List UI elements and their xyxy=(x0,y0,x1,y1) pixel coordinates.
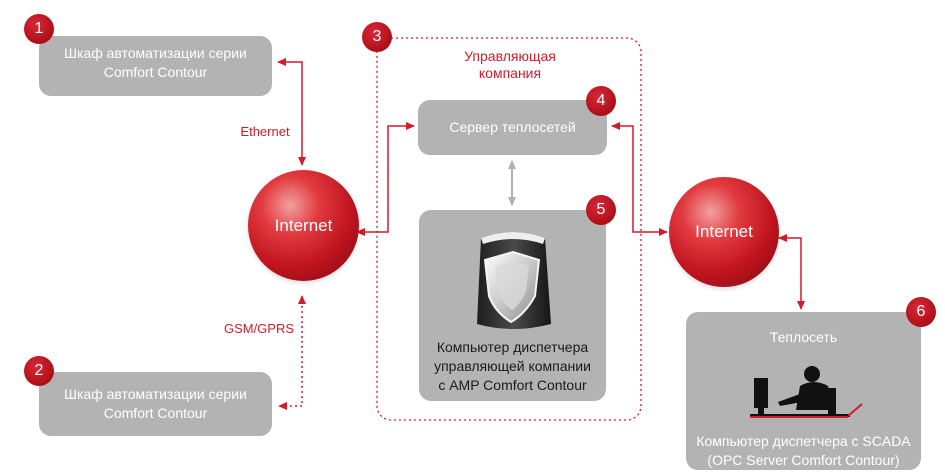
badge-3: 3 xyxy=(362,22,392,52)
server-shield-icon xyxy=(471,226,555,332)
cabinet-2-label: Шкаф автоматизации серии Comfort Contour xyxy=(64,386,247,421)
heat-network-title: Теплосеть xyxy=(769,329,838,345)
internet-left-label: Internet xyxy=(274,215,333,235)
internet-heatnet-link xyxy=(778,234,805,310)
cabinet-2-box: Шкаф автоматизации серии Comfort Contour xyxy=(39,372,272,436)
dispatcher-company-label: Компьютер диспетчера управляющей компани… xyxy=(434,339,591,393)
badge-6: 6 xyxy=(906,297,936,327)
heat-network-label: Компьютер диспетчера с SCADA (OPC Server… xyxy=(696,433,911,468)
badge-5: 5 xyxy=(586,195,616,225)
internet-server-link xyxy=(356,122,415,236)
company-group-label: Управляющая компания xyxy=(464,48,556,81)
cabinet-1-label: Шкаф автоматизации серии Comfort Contour xyxy=(64,45,247,80)
badge-2: 2 xyxy=(24,356,54,386)
cabinet-1-box: Шкаф автоматизации серии Comfort Contour xyxy=(39,36,272,96)
heat-network-box: Теплосеть Компьютер диспетчера с SCADA (… xyxy=(686,312,921,470)
company-group-frame xyxy=(376,37,642,421)
badge-1: 1 xyxy=(24,14,54,44)
internet-left-globe: Internet xyxy=(248,170,359,281)
operator-workstation-icon xyxy=(744,364,866,422)
internet-right-globe: Internet xyxy=(669,177,779,287)
server-label: Сервер теплосетей xyxy=(449,119,576,135)
server-box: Сервер теплосетей xyxy=(418,100,607,155)
internet-right-label: Internet xyxy=(695,222,753,241)
badge-4: 4 xyxy=(586,86,616,116)
dispatcher-company-box: Компьютер диспетчера управляющей компани… xyxy=(419,210,606,401)
server-internet-link xyxy=(611,122,668,236)
ethernet-link xyxy=(277,58,306,166)
ethernet-label: Ethernet xyxy=(240,124,290,139)
gsm-link xyxy=(278,295,306,410)
gsm-label: GSM/GPRS xyxy=(223,321,295,336)
